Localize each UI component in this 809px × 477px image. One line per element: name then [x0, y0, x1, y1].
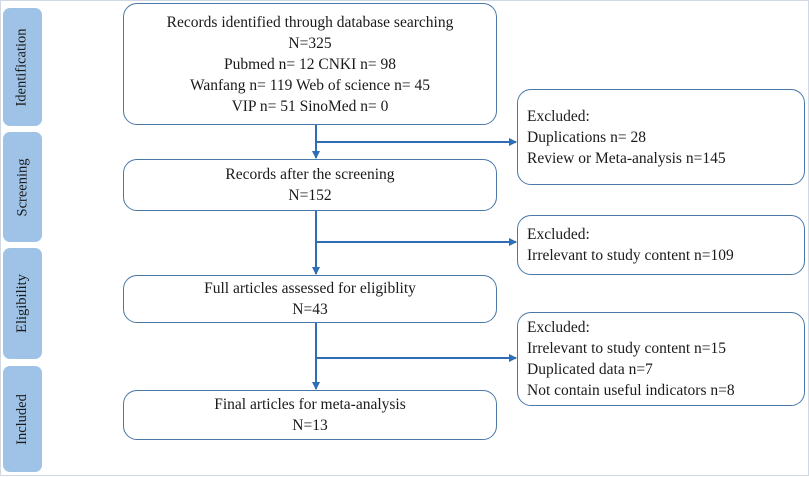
box-line: Irrelevant to study content n=109 — [527, 247, 734, 264]
box-line: Wanfang n= 119 Web of science n= 45 — [189, 76, 431, 94]
box-full-articles-assessed: Full articles assessed for eligiblity N=… — [123, 275, 497, 323]
box-line: Not contain useful indicators n=8 — [527, 382, 735, 399]
box-line: Pubmed n= 12 CNKI n= 98 — [223, 55, 397, 73]
box-records-after-screening: Records after the screening N=152 — [123, 159, 497, 211]
stage-screening: Screening — [3, 132, 42, 242]
box-line: Excluded: — [527, 107, 590, 125]
box-line: Full articles assessed for eligiblity — [204, 280, 416, 297]
box-line: Irrelevant to study content n=15 — [527, 340, 726, 357]
box-line: Excluded: — [527, 226, 590, 243]
box-line: VIP n= 51 SinoMed n= 0 — [231, 97, 389, 115]
stage-eligibility: Eligibility — [3, 248, 42, 359]
box-line: N=13 — [292, 417, 328, 434]
stage-included: Included — [3, 366, 42, 472]
box-line: N=152 — [288, 187, 332, 204]
box-records-identified: Records identified through database sear… — [123, 3, 497, 125]
box-excluded-2: Excluded: Irrelevant to study content n=… — [517, 215, 805, 275]
box-line: Excluded: — [527, 319, 590, 336]
box-line: Duplicated data n=7 — [527, 361, 653, 378]
stage-identification: Identification — [3, 8, 42, 126]
box-final-articles: Final articles for meta-analysis N=13 — [123, 390, 497, 440]
box-excluded-3: Excluded: Irrelevant to study content n=… — [517, 312, 805, 406]
box-excluded-1: Excluded: Duplications n= 28 Review or M… — [517, 89, 805, 185]
box-line: N=325 — [288, 34, 332, 52]
box-line: Final articles for meta-analysis — [214, 396, 406, 413]
box-line: Records identified through database sear… — [166, 13, 454, 31]
box-line: Records after the screening — [225, 166, 395, 183]
box-line: Duplications n= 28 — [527, 128, 646, 146]
box-line: Review or Meta-analysis n=145 — [527, 149, 726, 167]
box-line: N=43 — [292, 301, 328, 318]
